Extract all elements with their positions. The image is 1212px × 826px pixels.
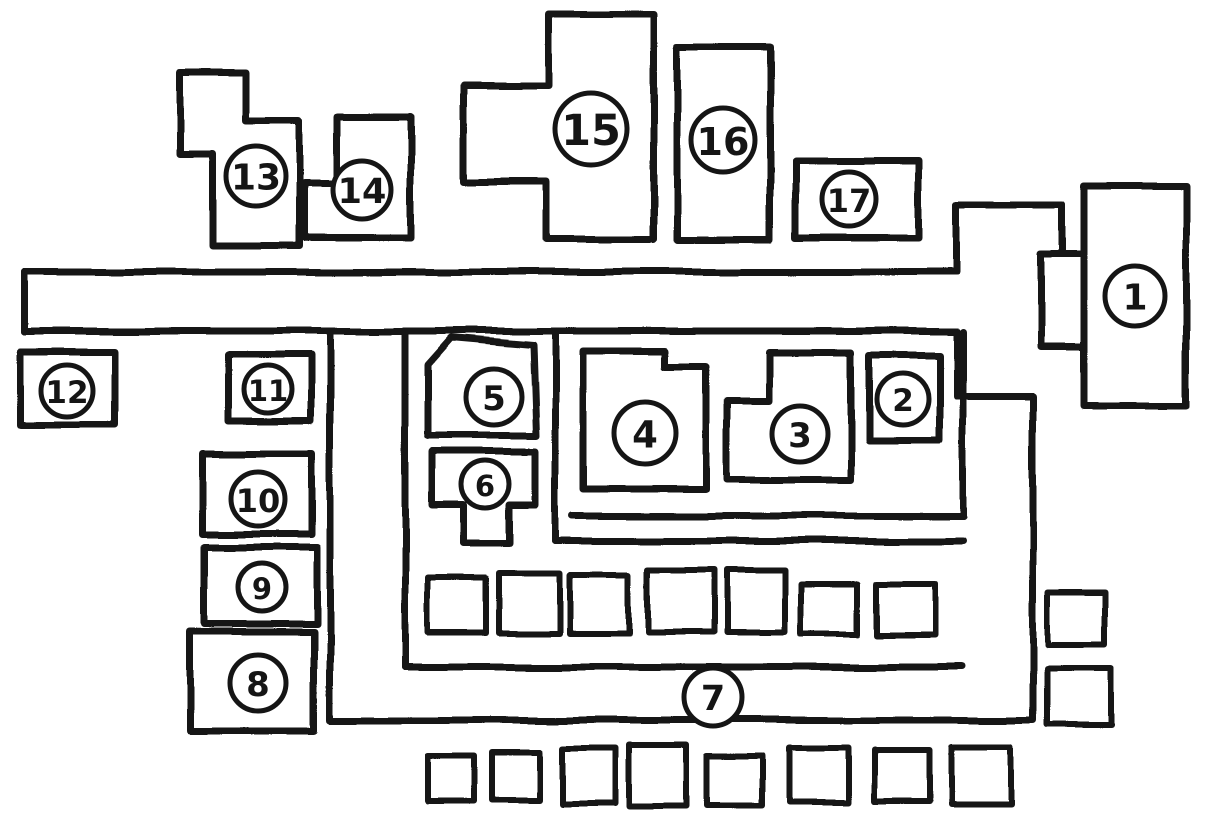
- building-11-number: 11: [248, 374, 288, 408]
- building-9-number: 9: [252, 572, 272, 606]
- building-10-number-circle: [228, 469, 288, 529]
- building-16-number: 16: [697, 120, 750, 164]
- building-4-number: 4: [632, 414, 658, 457]
- building-12-number-circle: [38, 362, 96, 420]
- small-block: [873, 581, 939, 638]
- small-block: [703, 753, 765, 809]
- small-block: [871, 747, 933, 805]
- building-12-number: 12: [45, 375, 88, 411]
- building-1-number-circle: [1102, 263, 1168, 329]
- building-5-number-circle: [463, 366, 525, 428]
- small-block: [566, 572, 632, 636]
- small-block: [1045, 589, 1108, 647]
- small-block: [724, 567, 788, 635]
- small-block: [496, 570, 562, 636]
- building-17-number-circle: [819, 169, 879, 229]
- building-8-number: 8: [246, 665, 270, 705]
- building-13-number-circle: [223, 143, 289, 209]
- building-8-number-circle: [227, 652, 289, 714]
- building-13-number: 13: [231, 158, 281, 199]
- small-block: [645, 567, 717, 635]
- building-11-number-circle: [241, 362, 295, 416]
- building-2-number-circle: [874, 370, 932, 428]
- roads-layer: [21, 201, 1088, 724]
- building-1-number: 1: [1122, 278, 1147, 319]
- building-5-number: 5: [482, 379, 506, 419]
- small-block: [425, 753, 477, 804]
- building-7-number-circle: [681, 665, 745, 729]
- small-block: [798, 581, 860, 637]
- building-4-number-circle: [611, 399, 679, 467]
- building-2-number: 2: [892, 383, 914, 419]
- small-blocks-layer: [425, 567, 1114, 810]
- building-6-number: 6: [475, 469, 495, 503]
- building-6-number-circle: [458, 457, 512, 511]
- small-block: [425, 575, 489, 636]
- small-block: [949, 744, 1013, 808]
- small-block: [560, 745, 618, 807]
- building-15-number-circle: [552, 90, 630, 168]
- small-block: [786, 745, 851, 806]
- building-14-number-circle: [330, 158, 394, 222]
- building-3-number: 3: [788, 416, 812, 456]
- building-17-number: 17: [827, 182, 872, 220]
- building-7-number: 7: [701, 679, 725, 719]
- small-block: [489, 749, 543, 803]
- building-3-number-circle: [769, 403, 831, 465]
- building-14-number: 14: [338, 172, 387, 212]
- building-15-number: 15: [561, 106, 621, 156]
- small-block: [1044, 665, 1114, 728]
- building-9-number-circle: [235, 560, 289, 614]
- building-1-annex: [1037, 250, 1088, 351]
- building-16-number-circle: [688, 105, 758, 175]
- small-block: [626, 742, 689, 810]
- building-10-number: 10: [236, 482, 281, 520]
- outer-block-outline: [326, 327, 1037, 724]
